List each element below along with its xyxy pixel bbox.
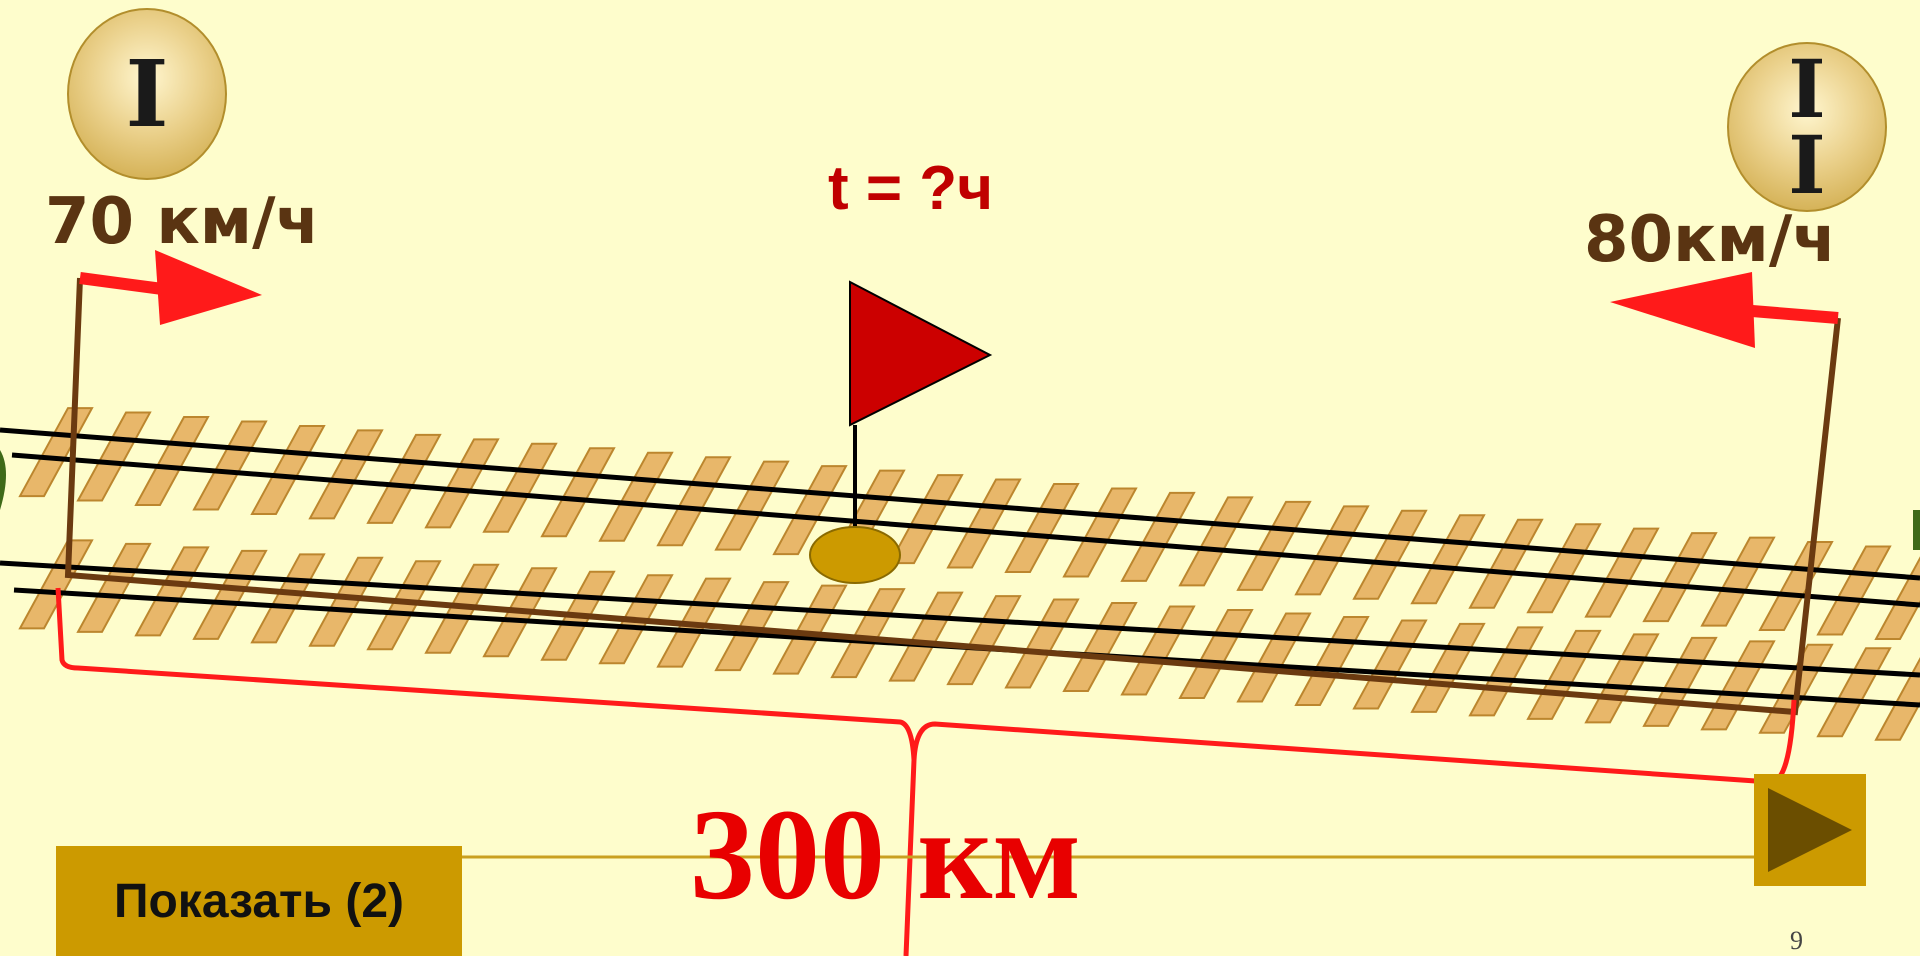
sleeper [888,474,964,565]
page-number: 9 [1790,926,1803,955]
sleeper [18,539,94,630]
sleeper [1120,491,1196,582]
sleeper [656,456,732,547]
sleeper [1410,514,1486,605]
train-two-number-bottom: I [1788,118,1826,212]
sleeper [1526,629,1602,720]
sleeper [1294,505,1370,596]
sleeper [1352,509,1428,600]
arrow-left-icon [1610,272,1839,348]
play-button[interactable] [1754,774,1866,886]
sleeper [1120,605,1196,696]
sleeper [1468,626,1544,717]
train-one-number: I [125,40,169,148]
distance-label: 300 км [690,783,1081,927]
sleeper [134,546,210,637]
train-two-badge: I I [1727,42,1887,212]
train-two-speed: 80км/ч [1584,203,1837,277]
sleeper [1584,633,1660,724]
train-one-speed: 70 км/ч [45,185,320,259]
sleeper [1004,598,1080,689]
sleeper [1816,545,1892,636]
sleeper [18,407,94,498]
sleeper [830,588,906,679]
sleeper [1468,518,1544,609]
sleeper [1352,619,1428,710]
sleeper [946,478,1022,569]
sleeper [424,438,500,529]
sleeper [1062,602,1138,693]
sleeper [1178,609,1254,699]
sleeper [1758,541,1834,632]
sleeper [1874,556,1920,640]
sleeper [598,451,674,542]
sleeper [308,556,384,647]
sleeper [134,416,210,507]
sleeper [772,584,848,675]
sleeper [366,560,442,651]
sleeper [1700,536,1776,627]
sleeper [1236,612,1312,703]
show-button[interactable]: Показать (2) [56,846,462,956]
train-one-badge: I [67,8,227,180]
sleeper [1062,487,1138,578]
sleeper [1526,523,1602,614]
right-edge-decoration [1913,510,1920,550]
sleeper [946,595,1022,686]
sleeper [250,424,326,515]
sleeper [1236,500,1312,591]
sleeper [1294,615,1370,706]
sleeper [1178,496,1254,587]
upper-track-rails [0,427,1920,608]
sleeper [714,460,790,551]
meeting-flag-icon [809,280,993,584]
sleeper [888,591,964,682]
sleeper [308,429,384,520]
route-line [64,277,1841,716]
sleeper [76,411,152,502]
sleeper [192,549,268,640]
sleeper [1642,532,1718,623]
arrow-right-icon [79,250,262,325]
train-two-number-top: I [1788,42,1826,136]
sleeper [192,420,268,511]
sleeper [1410,622,1486,713]
sleeper [366,433,442,524]
sleeper [714,581,790,672]
sleeper [76,542,152,633]
sleeper [1584,527,1660,618]
sleeper [250,553,326,644]
sleeper [482,442,558,533]
sleeper [1004,483,1080,574]
left-edge-decoration [0,450,6,510]
time-question: t = ?ч [828,154,994,223]
sleeper [1874,657,1920,741]
sleeper [1700,640,1776,731]
sleeper [1816,647,1892,738]
sleeper [772,465,848,556]
sleeper [1642,636,1718,727]
play-triangle-icon [1768,788,1852,872]
sleeper [540,447,616,538]
upper-track-sleepers [18,407,1920,640]
